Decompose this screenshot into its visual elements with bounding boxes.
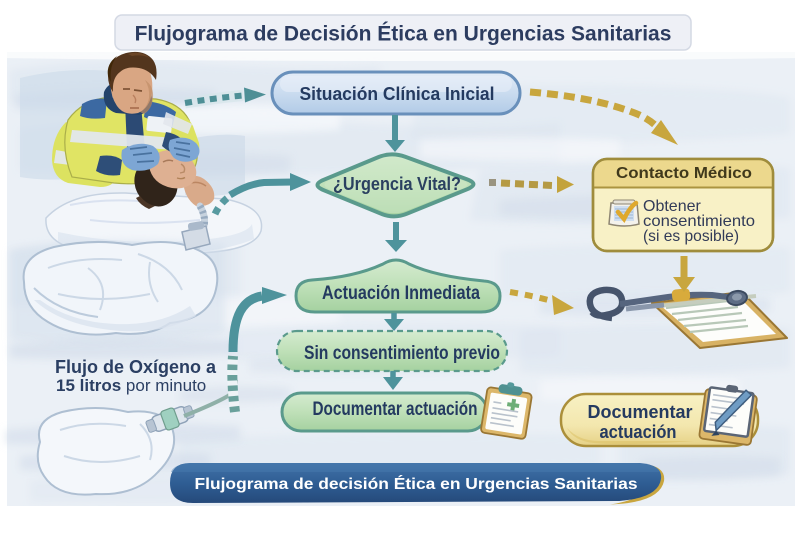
svg-text:Flujograma de Decisión Ética e: Flujograma de Decisión Ética en Urgencia… [135, 23, 672, 46]
svg-text:consentimiento: consentimiento [643, 213, 755, 230]
svg-text:15 litros por minuto: 15 litros por minuto [56, 376, 206, 395]
svg-text:Documentar actuación: Documentar actuación [313, 399, 478, 420]
svg-text:Flujo de Oxígeno a: Flujo de Oxígeno a [55, 357, 217, 377]
svg-text:¿Urgencia Vital?: ¿Urgencia Vital? [333, 173, 461, 194]
svg-text:Documentar: Documentar [587, 402, 692, 422]
svg-text:(si es posible): (si es posible) [643, 228, 739, 245]
svg-text:actuación: actuación [600, 422, 677, 442]
svg-text:Obtener: Obtener [643, 198, 701, 215]
svg-text:Contacto Médico: Contacto Médico [616, 165, 752, 182]
svg-text:Situación Clínica Inicial: Situación Clínica Inicial [300, 83, 495, 104]
svg-text:Actuación Inmediata: Actuación Inmediata [322, 283, 480, 304]
svg-text:Flujograma de decisión Ética e: Flujograma de decisión Ética en Urgencia… [195, 474, 638, 493]
svg-text:Sin consentimiento previo: Sin consentimiento previo [304, 343, 500, 364]
